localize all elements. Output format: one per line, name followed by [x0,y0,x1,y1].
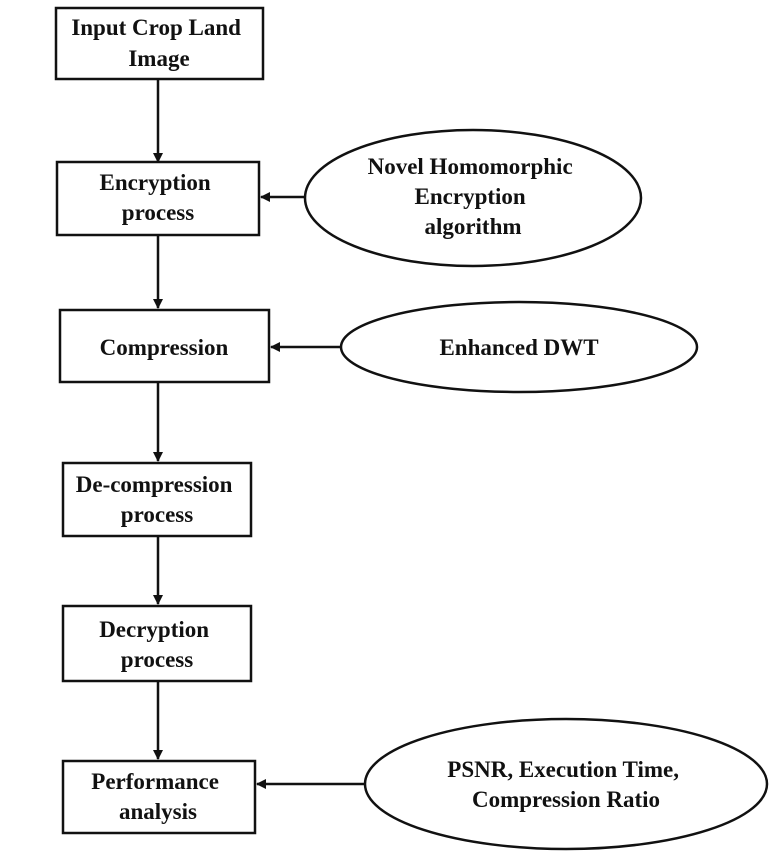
node-decryption-process: Decryption process [61,604,253,683]
node-decryption-line-2: process [121,647,193,672]
node-compression-line-1: Compression [100,335,229,360]
node-input-line-1: Input Crop Land [71,15,241,40]
node-performance-line-2: analysis [119,799,197,824]
method-metrics-line-2: Compression Ratio [472,787,660,812]
svg-text:PSNR, Execution Time, Co: PSNR, Execution Time, Compression Ratio [447,757,684,812]
node-compression: Compression [58,308,271,384]
node-input-line-2: Image [128,46,189,71]
svg-text:Enhanced DWT: Enhanced DWT [439,335,598,360]
method-homomorphic-line-3: algorithm [424,214,521,239]
method-novel-homomorphic-encryption: Novel Homomorphic Encryption algorithm [303,128,643,268]
node-encryption-process: Encryption process [55,160,261,237]
method-enhanced-dwt: Enhanced DWT [339,300,699,394]
node-encryption-line-2: process [122,200,194,225]
node-encryption-line-1: Encryption [100,170,211,195]
svg-text:Decryption process: Decryption process [99,617,215,672]
svg-text:Compression: Compression [100,335,229,360]
node-decompression-line-2: process [121,502,193,527]
node-decompression-line-1: De-compression [76,472,233,497]
svg-text:Encryption process: Encryption process [100,170,217,225]
svg-text:Performance analysis: Performance analysis [91,769,224,824]
node-decryption-line-1: Decryption [99,617,209,642]
node-decompression-process: De-compression process [61,461,253,538]
svg-text:Input Crop Land Image: Input Crop Land Image [71,15,246,71]
node-input-crop-land-image: Input Crop Land Image [54,6,265,81]
method-homomorphic-line-1: Novel Homomorphic [368,154,573,179]
method-dwt-line-1: Enhanced DWT [439,335,598,360]
svg-text:Novel Homomorphic Encryp: Novel Homomorphic Encryption algorithm [368,154,579,239]
svg-text:De-compression process: De-compression process [76,472,238,527]
method-homomorphic-line-2: Encryption [415,184,526,209]
node-performance-line-1: Performance [91,769,219,794]
node-performance-analysis: Performance analysis [61,759,257,835]
method-performance-metrics: PSNR, Execution Time, Compression Ratio [363,717,769,851]
method-metrics-line-1: PSNR, Execution Time, [447,757,679,782]
